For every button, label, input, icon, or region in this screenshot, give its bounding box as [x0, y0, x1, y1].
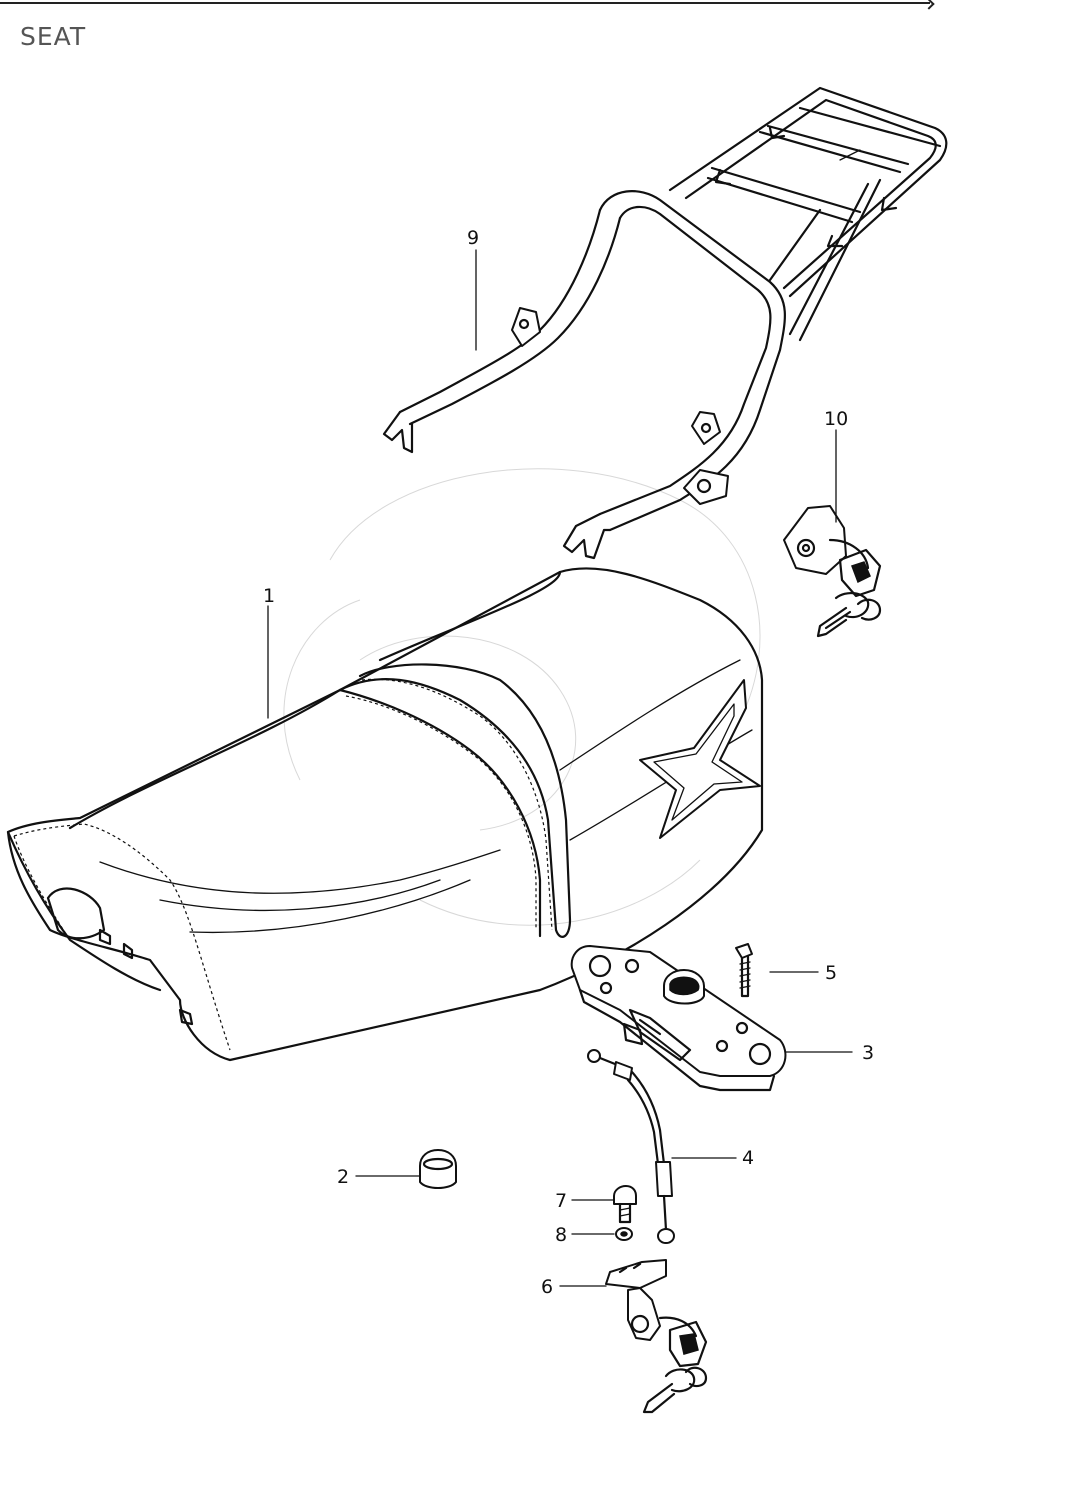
seat-lock-cable-part-4[interactable]	[587, 1049, 675, 1244]
washer-part-8[interactable]	[615, 1227, 633, 1241]
screw-part-5[interactable]	[735, 943, 753, 998]
top-border-line	[0, 2, 930, 4]
callout-9: 9	[467, 227, 479, 249]
key-lock-set-part-10[interactable]	[783, 505, 882, 638]
callout-4: 4	[742, 1147, 754, 1169]
callout-1: 1	[263, 585, 275, 607]
callout-8: 8	[555, 1224, 567, 1246]
leader-lines	[267, 249, 853, 1287]
seat-lock-plate-part-3[interactable]	[570, 945, 787, 1092]
seat-assembly-part-1[interactable]	[6, 567, 764, 1062]
background-watermark	[283, 468, 761, 926]
callout-6: 6	[541, 1276, 553, 1298]
callout-5: 5	[825, 962, 837, 984]
bolt-part-7[interactable]	[613, 1185, 637, 1224]
callout-7: 7	[555, 1190, 567, 1212]
callout-3: 3	[862, 1042, 874, 1064]
diagram-title: SEAT	[20, 22, 87, 51]
rear-carrier-part-9[interactable]	[382, 86, 948, 560]
callout-2: 2	[337, 1166, 349, 1188]
callout-10: 10	[824, 408, 848, 430]
cushion-part-2[interactable]	[419, 1149, 457, 1189]
lock-assembly-part-6[interactable]	[605, 1259, 708, 1414]
callout-labels: 9 10 1 2 5 3 4 7 8 6	[263, 227, 874, 1298]
